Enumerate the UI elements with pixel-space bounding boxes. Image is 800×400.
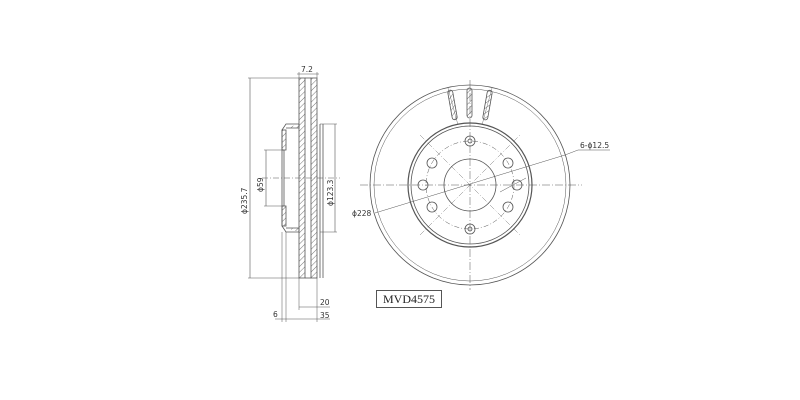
bolt-circle-label: ϕ228 — [352, 209, 371, 218]
depth-inner-label: 20 — [320, 298, 330, 307]
thickness-label: 7.2 — [301, 65, 313, 74]
center-bore-label: ϕ59 — [256, 177, 265, 192]
part-number-label: MVD4575 — [376, 290, 442, 308]
outer-diameter-label: ϕ235.7 — [240, 187, 249, 214]
side-view — [248, 72, 340, 322]
flange-thickness-label: 6 — [273, 310, 278, 319]
bolt-holes-label: 6-ϕ12.5 — [580, 141, 609, 150]
depth-total-label: 35 — [320, 311, 330, 320]
hub-diameter-label: ϕ123.3 — [326, 179, 335, 206]
front-view — [360, 80, 610, 290]
vent-slots — [447, 87, 493, 126]
